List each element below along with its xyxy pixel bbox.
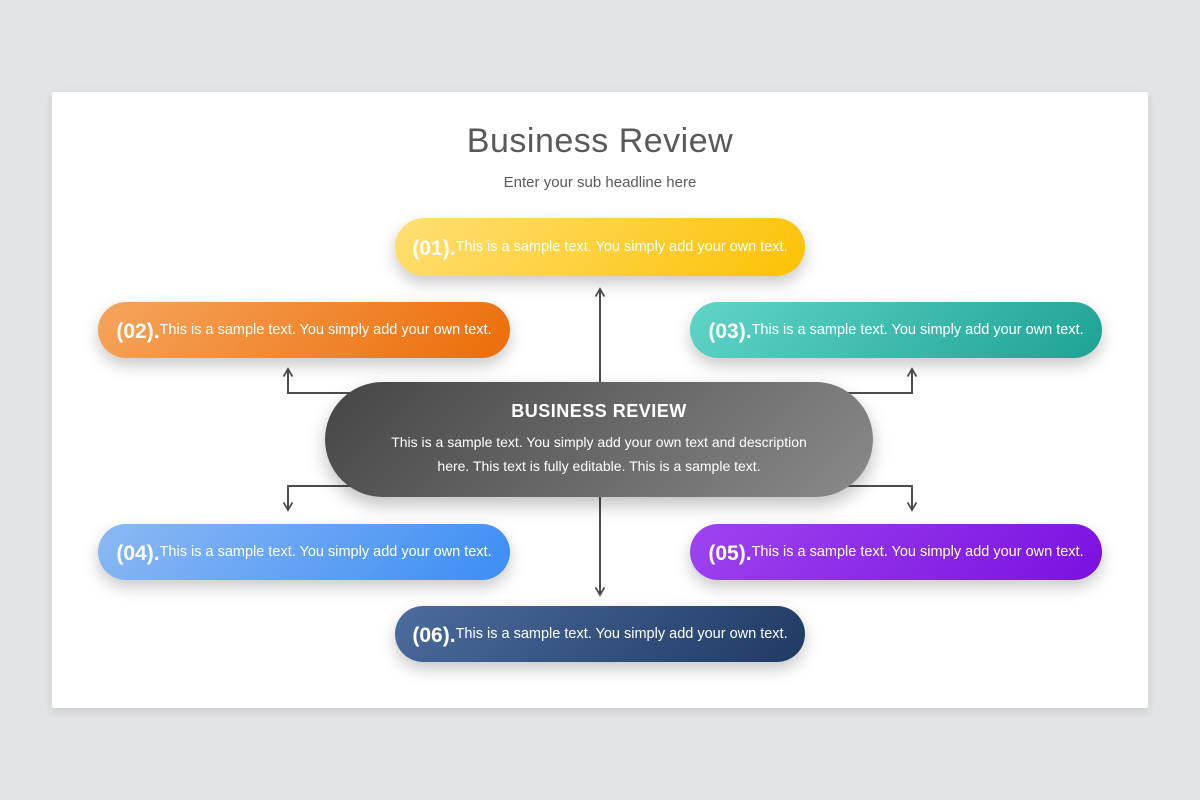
arrow-to-item-2 xyxy=(288,370,372,394)
page-title: Business Review xyxy=(466,122,734,160)
item-text: This is a sample text. You simply add yo… xyxy=(751,544,1084,560)
item-text: This is a sample text. You simply add yo… xyxy=(159,322,492,338)
center-capsule: BUSINESS REVIEW This is a sample text. Y… xyxy=(325,382,873,497)
item-number: (06). xyxy=(412,623,456,647)
item-text: This is a sample text. You simply add yo… xyxy=(751,322,1084,338)
center-title: BUSINESS REVIEW xyxy=(511,401,687,421)
item-number: (05). xyxy=(708,541,752,565)
arrow-to-item-3 xyxy=(828,370,912,394)
item-pill-04: (04).This is a sample text. You simply a… xyxy=(98,524,510,580)
page-subtitle: Enter your sub headline here xyxy=(503,174,697,191)
item-pill-05: (05).This is a sample text. You simply a… xyxy=(690,524,1102,580)
item-number: (03). xyxy=(708,319,752,343)
slide-canvas: Business Review Enter your sub headline … xyxy=(52,92,1148,708)
center-description-line2: here. This text is fully editable. This … xyxy=(437,458,761,474)
item-pill-01: (01).This is a sample text. You simply a… xyxy=(395,218,805,276)
arrow-to-item-5 xyxy=(828,485,912,509)
item-pill-06: (06).This is a sample text. You simply a… xyxy=(395,606,805,662)
item-text: This is a sample text. You simply add yo… xyxy=(455,239,788,255)
arrow-to-item-4 xyxy=(288,485,372,509)
item-pill-03: (03).This is a sample text. You simply a… xyxy=(690,302,1102,358)
item-number: (02). xyxy=(116,319,160,343)
connector-arrows xyxy=(52,92,1148,708)
item-number: (04). xyxy=(116,541,160,565)
item-text: This is a sample text. You simply add yo… xyxy=(455,626,788,642)
item-number: (01). xyxy=(412,236,456,260)
item-text: This is a sample text. You simply add yo… xyxy=(159,544,492,560)
center-description-line1: This is a sample text. You simply add yo… xyxy=(391,434,807,450)
item-pill-02: (02).This is a sample text. You simply a… xyxy=(98,302,510,358)
